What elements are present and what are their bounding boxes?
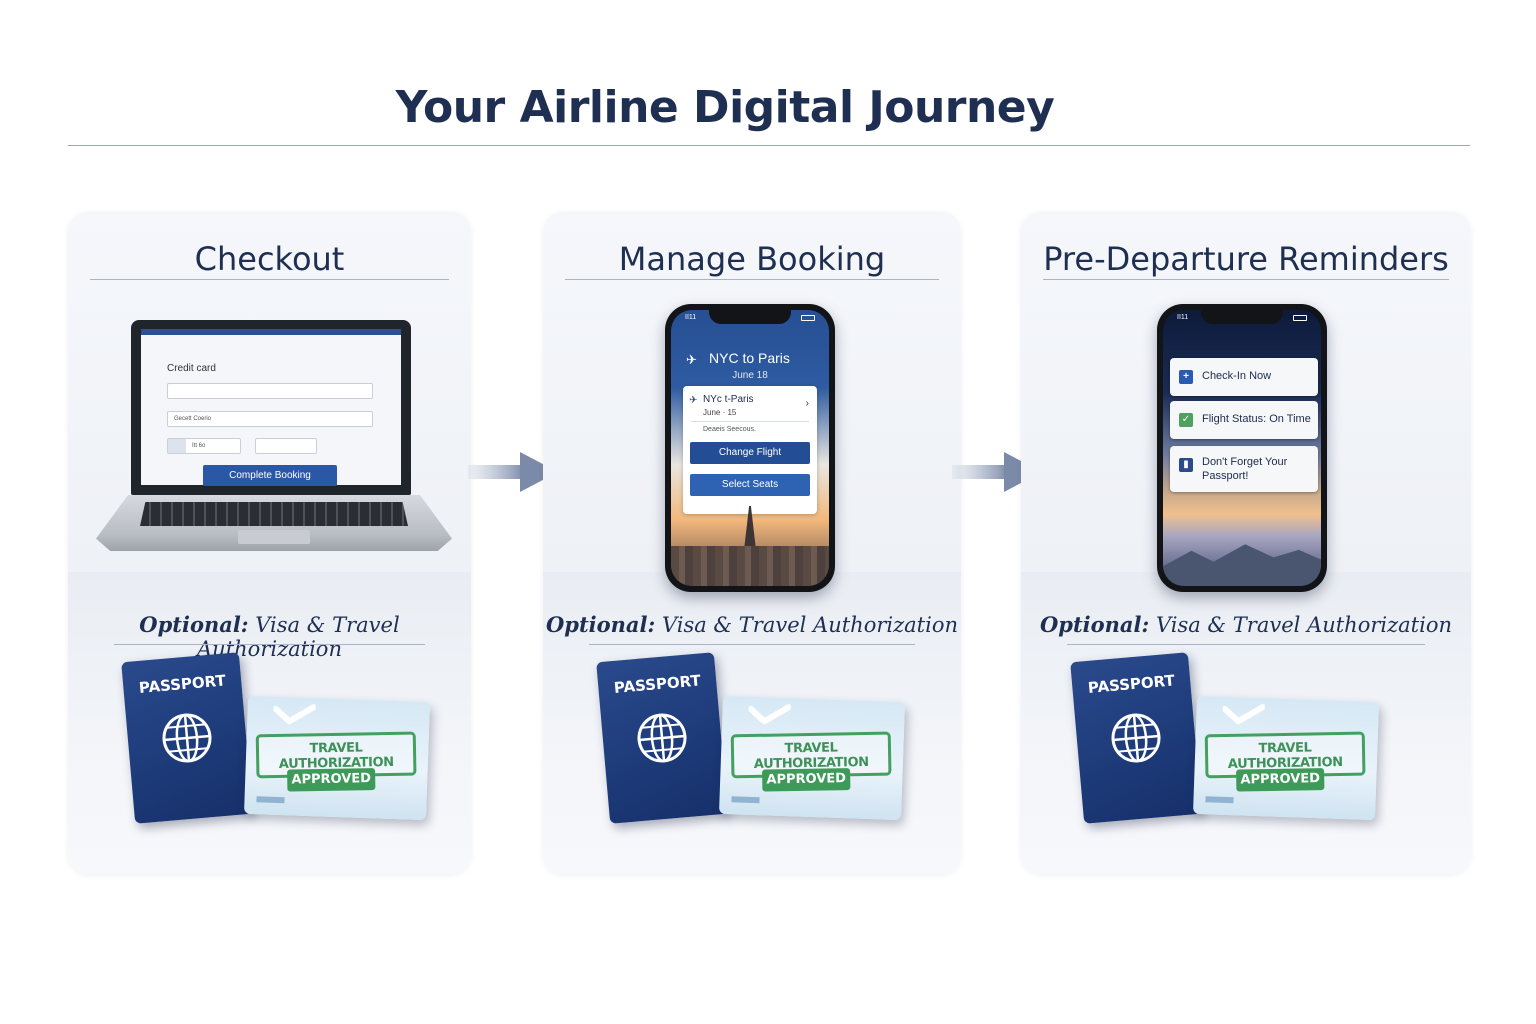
globe-icon: [162, 713, 212, 763]
optional-divider: [114, 644, 425, 645]
status-time: II11: [685, 314, 697, 321]
laptop-mockup: Credit card Gecett Coerio Itt 6o Complet…: [96, 320, 452, 551]
booking-date: June · 15: [703, 408, 737, 417]
optional-prefix: Optional:: [1039, 612, 1150, 637]
arrow-right-icon: [468, 452, 558, 492]
header-date: June 18: [732, 370, 768, 381]
phone-screen: II11 + Check-In Now ✓ Flight Status: On …: [1163, 310, 1321, 586]
passport-icon: ▮: [1179, 458, 1193, 472]
travel-documents: PASSPORT TRAVEL AUTHORIZATION APPROVED: [596, 652, 913, 832]
optional-divider: [1067, 644, 1425, 645]
notification-passport[interactable]: ▮ Don't Forget Your Passport!: [1170, 446, 1318, 492]
approved-badge: APPROVED: [762, 768, 851, 792]
checkmark-icon: [1222, 704, 1265, 725]
optional-label: Optional: Visa & Travel Authorization: [1021, 612, 1471, 637]
expiry-field[interactable]: Itt 6o: [167, 438, 241, 454]
passport: PASSPORT: [1070, 652, 1202, 824]
select-seats-button[interactable]: Select Seats: [690, 474, 810, 496]
stamp-text: TRAVEL AUTHORIZATION: [278, 740, 394, 772]
status-time: II11: [1177, 314, 1189, 321]
barcode: [256, 796, 285, 804]
checkmark-icon: [273, 704, 316, 725]
optional-label: Optional: Visa & Travel Authorization: [543, 612, 961, 637]
globe-icon: [1111, 713, 1161, 763]
passport-label: PASSPORT: [138, 671, 227, 697]
passport-label: PASSPORT: [613, 671, 702, 697]
stage-title: Manage Booking: [618, 240, 886, 278]
optional-prefix: Optional:: [139, 612, 249, 637]
check-icon: ✓: [1179, 413, 1193, 427]
phone-mockup: II11 ✈ NYC to Paris June 18 ✈ NYc t-Pari…: [665, 304, 835, 592]
battery-icon: [801, 315, 815, 321]
optional-label: Optional: Visa & Travel Authorization: [68, 612, 471, 661]
travel-authorization-card: TRAVEL AUTHORIZATION APPROVED: [718, 695, 906, 821]
flight-icon: ✈: [689, 395, 698, 406]
expiry-value: Itt 6o: [192, 443, 206, 449]
checkout-screen: Credit card Gecett Coerio Itt 6o Complet…: [141, 329, 401, 486]
optional-divider: [589, 644, 915, 645]
phone-notch: [709, 310, 791, 324]
stage-panel-manage-booking: Manage Booking II11 ✈ NYC to Paris June …: [543, 212, 961, 874]
notification-text: Flight Status: On Time: [1202, 413, 1311, 425]
booking-card: ✈ NYc t-Paris June · 15 › Deaeis Seecous…: [683, 386, 817, 514]
optional-prefix: Optional:: [545, 612, 656, 637]
card-name-field[interactable]: Gecett Coerio: [167, 411, 373, 427]
passport: PASSPORT: [121, 652, 253, 824]
travel-documents: PASSPORT TRAVEL AUTHORIZATION APPROVED: [1070, 652, 1387, 832]
plus-icon: +: [1179, 370, 1193, 384]
complete-booking-button[interactable]: Complete Booking: [203, 465, 337, 486]
stage-title: Checkout: [194, 240, 345, 278]
travel-documents: PASSPORT TRAVEL AUTHORIZATION APPROVED: [121, 652, 438, 832]
barcode: [731, 796, 760, 804]
card-divider: [691, 421, 809, 422]
approved-badge: APPROVED: [1236, 768, 1325, 792]
travel-authorization-card: TRAVEL AUTHORIZATION APPROVED: [243, 695, 431, 821]
notification-text: Check-In Now: [1202, 370, 1272, 382]
stage-panel-reminders: Pre-Departure Reminders II11 + Check-In …: [1021, 212, 1471, 874]
travel-authorization-card: TRAVEL AUTHORIZATION APPROVED: [1192, 695, 1380, 821]
notification-check-in[interactable]: + Check-In Now: [1170, 358, 1318, 396]
notification-flight-status[interactable]: ✓ Flight Status: On Time: [1170, 401, 1318, 439]
chevron-right-icon[interactable]: ›: [805, 398, 809, 409]
stamp-text: TRAVEL AUTHORIZATION: [1227, 740, 1343, 772]
battery-icon: [1293, 315, 1307, 321]
page-title: Your Airline Digital Journey: [395, 82, 1055, 133]
mountain-sunset-image: [1163, 544, 1321, 586]
plane-icon: ✈: [686, 352, 697, 367]
header-route: NYC to Paris: [709, 350, 790, 366]
approved-badge: APPROVED: [287, 768, 376, 792]
laptop-screen-frame: Credit card Gecett Coerio Itt 6o Complet…: [131, 320, 411, 495]
change-flight-button[interactable]: Change Flight: [690, 442, 810, 464]
cvv-field[interactable]: [255, 438, 317, 454]
city-skyline-image: [671, 546, 829, 586]
phone-mockup: II11 + Check-In Now ✓ Flight Status: On …: [1157, 304, 1327, 592]
laptop-keyboard: [140, 502, 408, 526]
stage-divider: [1043, 279, 1449, 280]
stamp-text: TRAVEL AUTHORIZATION: [753, 740, 869, 772]
stage-divider: [565, 279, 939, 280]
credit-card-label: Credit card: [167, 363, 216, 374]
booking-note: Deaeis Seecous.: [703, 426, 756, 433]
card-number-field[interactable]: [167, 383, 373, 399]
passport: PASSPORT: [596, 652, 728, 824]
optional-text: Visa & Travel Authorization: [1155, 613, 1452, 637]
title-divider: [68, 145, 1470, 146]
passport-label: PASSPORT: [1087, 671, 1176, 697]
phone-screen: II11 ✈ NYC to Paris June 18 ✈ NYc t-Pari…: [671, 310, 829, 586]
booking-route: NYc t-Paris: [703, 394, 754, 405]
phone-notch: [1201, 310, 1283, 324]
notification-text: Don't Forget Your Passport!: [1202, 456, 1288, 482]
optional-text: Visa & Travel Authorization: [661, 613, 958, 637]
stage-divider: [90, 279, 449, 280]
checkmark-icon: [748, 704, 791, 725]
barcode: [1205, 796, 1234, 804]
laptop-trackpad: [238, 530, 310, 544]
stage-title: Pre-Departure Reminders: [1043, 240, 1449, 278]
globe-icon: [637, 713, 687, 763]
stage-panel-checkout: Checkout Credit card Gecett Coerio Itt 6…: [68, 212, 471, 874]
chevron-down-icon[interactable]: [168, 439, 186, 453]
